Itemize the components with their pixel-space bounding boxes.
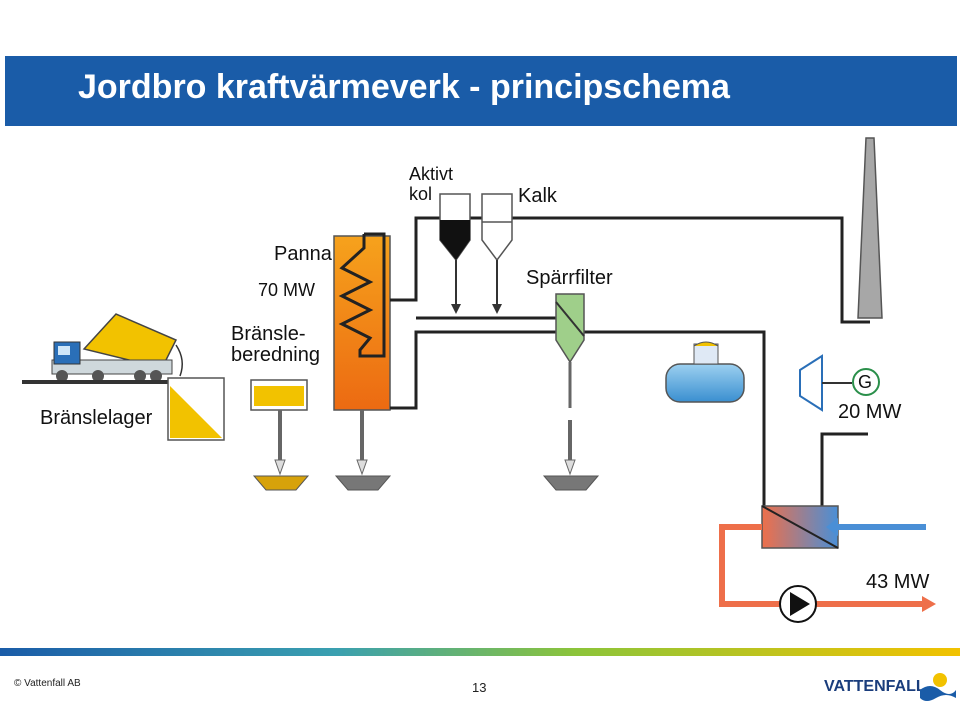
fuel-preparation bbox=[250, 379, 310, 491]
turbine bbox=[799, 354, 852, 412]
label-aktivt-kol: Aktivt kol bbox=[409, 164, 454, 204]
footer-copyright: © Vattenfall AB bbox=[14, 678, 81, 689]
label-panna-effekt: 70 MW bbox=[258, 280, 316, 300]
lime-silo bbox=[481, 193, 513, 314]
label-panna: Panna bbox=[274, 243, 332, 265]
title-bar bbox=[5, 56, 957, 126]
label-generator-effekt: 20 MW bbox=[838, 401, 902, 423]
logo-wordmark: VATTENFALL bbox=[824, 678, 926, 695]
truck-icon bbox=[51, 313, 183, 382]
label-kalk: Kalk bbox=[518, 185, 557, 207]
stack bbox=[857, 137, 883, 319]
district-heating-loop bbox=[719, 518, 936, 612]
active-carbon-silo bbox=[439, 193, 471, 314]
flue-gas-duct bbox=[390, 216, 870, 510]
label-branslelager: Bränslelager bbox=[40, 407, 153, 429]
label-varme-effekt: 43 MW bbox=[866, 571, 930, 593]
label-sparrfilter: Spärrfilter bbox=[526, 267, 613, 289]
fuel-storage bbox=[167, 377, 225, 441]
steam-drum bbox=[665, 341, 745, 403]
heat-exchanger bbox=[761, 505, 839, 549]
label-bransle-beredning: Bränsle- beredning bbox=[231, 323, 320, 366]
page-number: 13 bbox=[472, 680, 487, 695]
pump-icon bbox=[779, 585, 817, 623]
label-generator: G bbox=[858, 372, 873, 392]
page-title: Jordbro kraftvärmeverk - principschema bbox=[78, 68, 730, 106]
footer-strip bbox=[0, 648, 960, 656]
sun-wave-icon bbox=[920, 673, 956, 701]
barrier-filter bbox=[542, 293, 600, 491]
boiler bbox=[333, 232, 392, 491]
generator-icon bbox=[852, 368, 880, 396]
